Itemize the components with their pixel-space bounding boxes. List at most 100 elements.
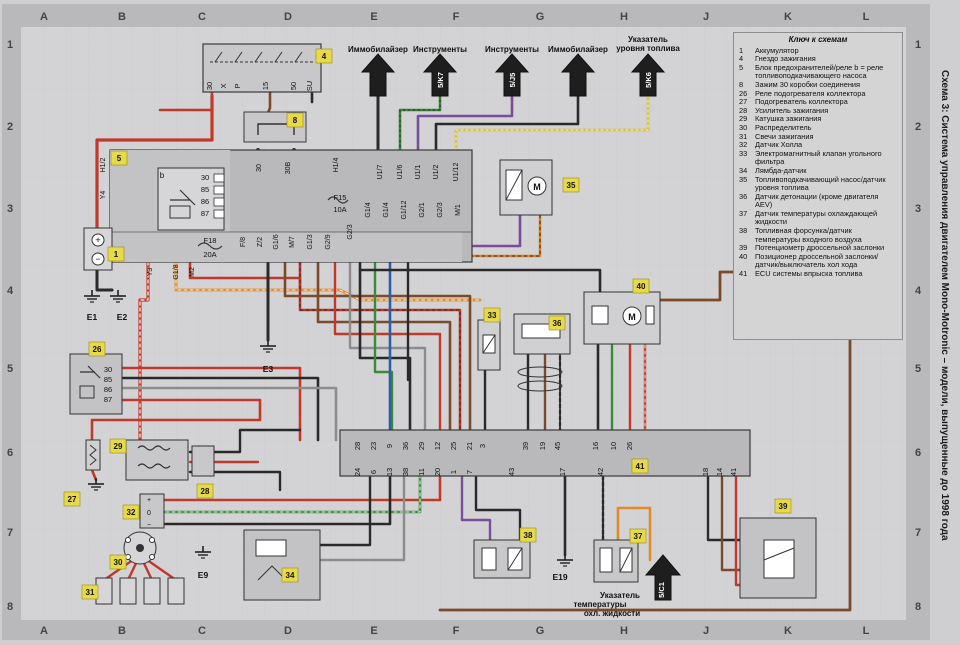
wire-26-30 [118, 366, 302, 442]
frame-number-left: 1 [7, 39, 13, 51]
wire-37-b [616, 506, 652, 562]
badge-5: 5 [110, 150, 128, 166]
block5-pin: Y3 [147, 268, 154, 277]
wire-29-3 [188, 470, 282, 492]
block5-pin: 30B [285, 161, 292, 174]
ecu-pin-top: 28 [353, 442, 362, 450]
coolant-temp-sensor [593, 539, 639, 583]
arrow-caption: Иммобилайзер [548, 45, 608, 54]
frame-number-right: 6 [915, 447, 921, 459]
ignition-terminal: X [219, 83, 228, 88]
arrow-ref: 5/K6 [644, 72, 653, 88]
ecu-pin-bottom: 13 [385, 468, 394, 476]
frame-letter-top: J [703, 11, 709, 23]
badge-number: 31 [86, 588, 95, 597]
wire-32-minus [158, 474, 392, 526]
arrow-shape [360, 53, 396, 97]
badge-26: 26 [88, 341, 106, 357]
ecu-pin-top: 23 [369, 442, 378, 450]
frame-number-right: 5 [915, 363, 921, 375]
ecu-pin-top: 26 [625, 442, 634, 450]
wire-38-a [460, 474, 492, 542]
lambda-sensor [243, 529, 321, 601]
block5-pin: G1/3 [307, 234, 314, 249]
relay-b-pin-pad [213, 197, 225, 207]
ecu-pin-bottom: 18 [701, 468, 710, 476]
svg-text:M: M [628, 312, 636, 322]
frame-number-right: 8 [915, 601, 921, 613]
wire-immob-2 [434, 93, 580, 152]
svg-text:0: 0 [147, 510, 151, 517]
badge-34: 34 [281, 567, 299, 583]
temp-gauge-arrow [644, 554, 682, 601]
wire-32-0s [159, 475, 421, 513]
legend-item-number: 28 [739, 105, 748, 115]
relay-b-pin-pad [213, 209, 225, 219]
legend-item-number: 40 [739, 251, 748, 261]
legend-item-text: Усилитель зажигания [755, 105, 829, 115]
ignition-terminal: 50 [289, 82, 298, 90]
relay26-pin: 30 [104, 365, 112, 374]
badge-38: 38 [519, 527, 537, 543]
arrow-caption: Инструменты [413, 45, 467, 54]
legend-item-text: Блок предохранителей/реле b = реле топли… [755, 62, 884, 81]
arrow-shape [630, 53, 666, 97]
legend-item-number: 5 [739, 62, 744, 72]
legend-item-text: Реле подогревателя коллектора [755, 88, 866, 98]
ecu-pin-top: 36 [401, 442, 410, 450]
fuse-f18-rating: 20A [203, 250, 216, 259]
wire-instr-1b [399, 94, 441, 151]
block5-pin: 30 [256, 164, 263, 172]
manifold-heater [85, 439, 101, 471]
badge-35: 35 [562, 177, 580, 193]
frame-number-right: 7 [915, 527, 921, 539]
badge-number: 5 [117, 154, 122, 163]
frame-letter-top: B [118, 11, 126, 23]
wire-38-b [474, 474, 522, 542]
badge-number: 35 [567, 181, 576, 190]
relay-b-pin-pad [213, 173, 225, 183]
heater-relay [69, 353, 123, 415]
ground-label: E1 [87, 312, 98, 322]
arrow-shape [560, 53, 596, 97]
wire-26-86 [118, 386, 338, 442]
arrow-immobilizer-1: Иммобилайзер [348, 45, 408, 97]
frame-number-right: 1 [915, 39, 921, 51]
ground-e9: E9 [195, 546, 211, 580]
block5-pin: G1/4 [383, 202, 390, 217]
relay-b-pin: 30 [201, 173, 209, 182]
block5-pin: G2/3 [437, 202, 444, 217]
wire-32-plus [158, 474, 442, 502]
relay26-pin: 85 [104, 375, 112, 384]
legend-title: Ключ к схемам [788, 35, 848, 44]
block5-pin: G2/3 [347, 224, 354, 239]
frame-number-right: 2 [915, 121, 921, 133]
block5-pin: M/1 [455, 204, 462, 216]
legend-item-text: Датчик температуры охлаждающей жидкости [755, 208, 878, 227]
badge-number: 4 [322, 52, 327, 61]
badge-number: 37 [634, 532, 643, 541]
legend-item-text: Лямбда-датчик [755, 165, 807, 175]
wire-harness-1 [283, 230, 472, 442]
badge-8: 8 [286, 112, 304, 128]
legend-item-text: Датчик Холла [755, 140, 803, 150]
badge-number: 32 [127, 508, 136, 517]
wire-39-a [706, 474, 754, 542]
ground-label: E9 [198, 570, 209, 580]
legend-item-number: 1 [739, 45, 744, 55]
frame-letter-bottom: A [40, 625, 48, 637]
block5-pin: U1/6 [397, 165, 404, 180]
relay-b-pin: 87 [201, 209, 209, 218]
